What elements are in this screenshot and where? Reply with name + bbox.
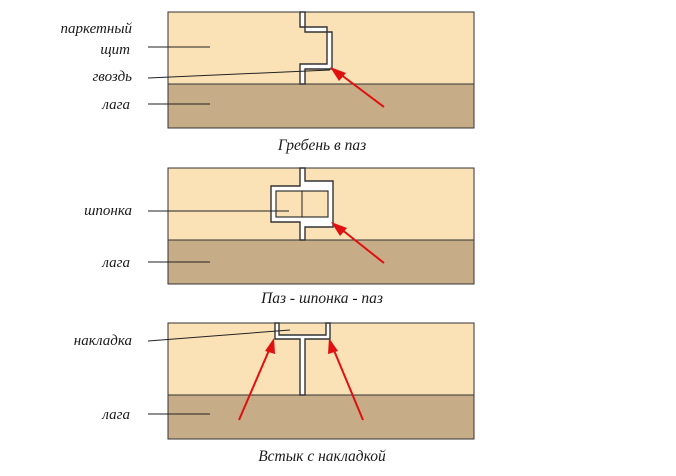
parquet-board-1 [167, 11, 475, 85]
leader-nail [147, 69, 331, 79]
nail-arrow-3-left [238, 347, 271, 421]
nail-arrowhead-3-right [328, 338, 338, 354]
caption-1: Гребень в паз [277, 137, 366, 154]
nail-arrow-1 [339, 73, 385, 108]
nail-arrowhead-3-left [265, 338, 275, 354]
leader-overlay [147, 329, 291, 342]
lag-beam-1 [167, 83, 475, 129]
nail-arrowhead-1 [330, 67, 346, 81]
figure-butt-overlay: накладка лага Встык с накладкой [74, 322, 475, 465]
label-overlay: накладка [74, 333, 132, 349]
parquet-board-3 [167, 322, 475, 396]
overlay-seam [274, 322, 331, 396]
nail-arrow-3-right [332, 347, 364, 421]
label-board: щит [100, 42, 130, 58]
lag-beam-2 [167, 239, 475, 285]
label-lag-3: лага [101, 407, 130, 423]
label-lag-2: лага [101, 255, 130, 271]
lag-beam-3 [167, 394, 475, 440]
nail-arrowhead-2 [331, 222, 347, 236]
figure-tongue-groove: паркетный щит гвоздь лага Гребень в паз [60, 11, 475, 154]
caption-2: Паз - шпонка - паз [260, 290, 383, 307]
label-parquet: паркетный [60, 21, 132, 37]
tongue-groove-seam [299, 11, 333, 85]
nail-arrow-2 [340, 228, 385, 264]
figure-groove-key-groove: шпонка лага Паз - шпонка - паз [84, 167, 475, 307]
caption-3: Встык с накладкой [258, 448, 386, 465]
label-lag-1: лага [101, 97, 130, 113]
label-key: шпонка [84, 203, 132, 219]
label-nail: гвоздь [92, 69, 132, 85]
